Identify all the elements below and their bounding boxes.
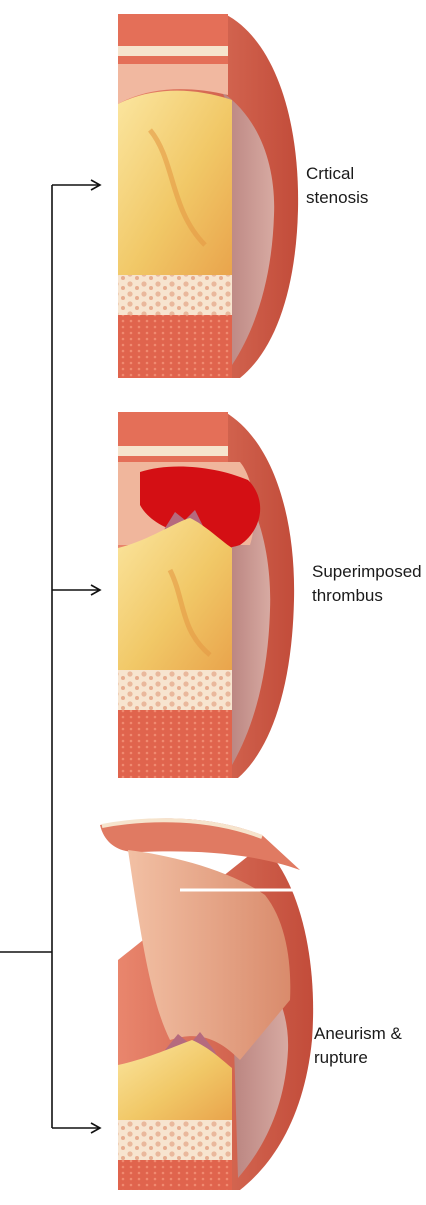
- panel-aneurism-rupture: [100, 818, 313, 1190]
- panel-critical-stenosis: [118, 14, 298, 378]
- label-aneurism-rupture-line1: Aneurism &: [314, 1022, 402, 1046]
- thrombus-base-wall: [118, 710, 232, 778]
- thrombus-fibrous-layer: [118, 670, 232, 710]
- aneurism-base-wall: [118, 1160, 232, 1190]
- label-critical-stenosis-line1: Crtical: [306, 162, 368, 186]
- stenosis-top-band: [118, 46, 228, 56]
- label-aneurism-rupture-line2: rupture: [314, 1046, 402, 1070]
- label-critical-stenosis-line2: stenosis: [306, 186, 368, 210]
- stenosis-top-cut-wall: [118, 14, 228, 64]
- label-superimposed-thrombus: Superimposed thrombus: [312, 560, 422, 608]
- aneurism-fibrous-layer: [118, 1120, 232, 1160]
- label-critical-stenosis: Crtical stenosis: [306, 162, 368, 210]
- stenosis-base-wall: [118, 315, 232, 378]
- label-aneurism-rupture: Aneurism & rupture: [314, 1022, 402, 1070]
- label-superimposed-thrombus-line1: Superimposed: [312, 560, 422, 584]
- thrombus-top-band: [118, 446, 228, 456]
- panel-superimposed-thrombus: [118, 412, 294, 778]
- label-superimposed-thrombus-line2: thrombus: [312, 584, 422, 608]
- connector-bracket: [0, 185, 100, 1128]
- stenosis-fibrous-layer: [118, 275, 232, 315]
